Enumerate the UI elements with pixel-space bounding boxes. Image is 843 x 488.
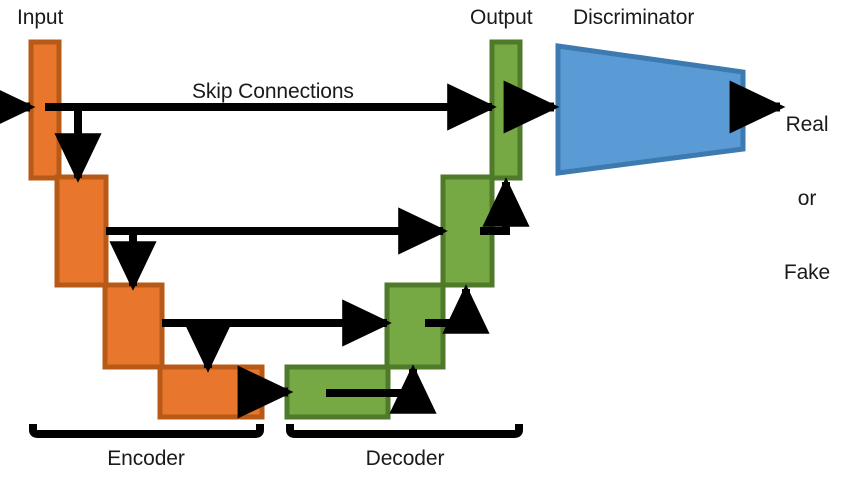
real-or-fake-line-1: Real	[785, 112, 829, 136]
encoder-label: Encoder	[107, 447, 185, 470]
encoder-block-2	[54, 174, 109, 288]
skip-connections-label: Skip Connections	[192, 80, 354, 103]
encoder-brace	[29, 424, 264, 438]
encoder-block-3	[102, 282, 165, 370]
encoder-block-4	[157, 364, 265, 420]
decoder-block-group	[284, 39, 523, 420]
real-or-fake-line-2: or	[797, 186, 817, 210]
upsample-arrow-1	[326, 364, 437, 414]
discriminator-label: Discriminator	[573, 6, 695, 29]
real-or-fake-label: Real or Fake	[775, 63, 839, 335]
upsample-arrow-3	[480, 177, 530, 235]
upsample-arrow-2	[425, 284, 490, 334]
decoder-block-4-output	[489, 39, 523, 181]
decoder-brace	[286, 424, 523, 438]
input-label: Input	[17, 6, 64, 29]
output-label: Output	[470, 6, 533, 29]
decoder-label: Decoder	[365, 447, 445, 470]
discriminator-trapezoid	[555, 43, 746, 176]
real-or-fake-line-3: Fake	[783, 261, 831, 285]
